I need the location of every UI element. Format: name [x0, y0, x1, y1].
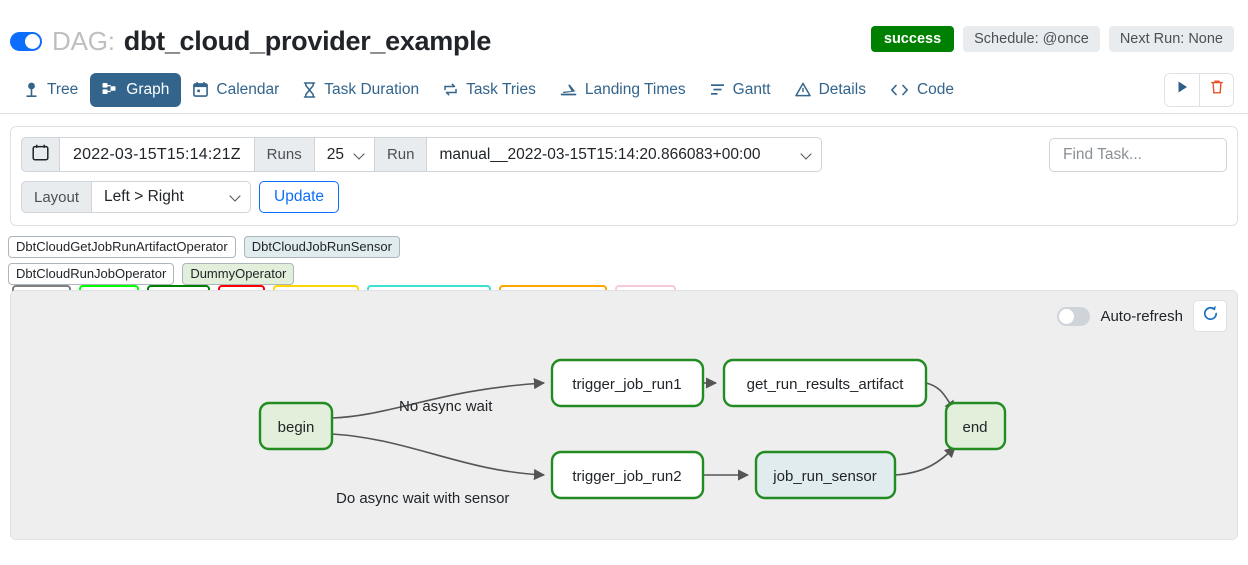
- tab-label: Gantt: [732, 80, 771, 98]
- node-end[interactable]: end: [944, 401, 1007, 451]
- play-icon: [1176, 80, 1189, 99]
- dag-action-buttons: [1164, 72, 1234, 107]
- toolbar-row-bottom: Layout Left > Right Update: [21, 181, 1227, 213]
- edge-sensor-to-end: [894, 446, 956, 476]
- node-label: begin: [278, 419, 315, 436]
- operator-chip[interactable]: DbtCloudGetJobRunArtifactOperator: [8, 236, 236, 258]
- tab-label: Task Tries: [466, 80, 536, 98]
- node-trigger-job-run2[interactable]: trigger_job_run2: [550, 450, 705, 500]
- refresh-icon: [1202, 305, 1219, 327]
- header-badges: success Schedule: @once Next Run: None: [870, 26, 1234, 56]
- run-filter-group: 2022-03-15T15:14:21Z Runs 25 Run manual_…: [21, 137, 823, 172]
- num-runs-select[interactable]: 25: [313, 137, 375, 172]
- dag-graph-svg: No async wait Do async wait with sensor …: [258, 358, 1007, 507]
- layout-select[interactable]: Left > Right: [91, 181, 252, 213]
- refresh-button[interactable]: [1193, 300, 1227, 332]
- node-label: trigger_job_run1: [572, 376, 681, 393]
- layout-group: Layout Left > Right: [21, 181, 252, 213]
- retry-icon: [443, 82, 458, 97]
- dag-name: dbt_cloud_provider_example: [123, 25, 492, 56]
- details-icon: [794, 82, 811, 97]
- tab-code[interactable]: Code: [878, 73, 966, 107]
- date-picker-button[interactable]: [21, 137, 60, 172]
- filter-toolbar: 2022-03-15T15:14:21Z Runs 25 Run manual_…: [10, 126, 1238, 226]
- tab-details[interactable]: Details: [783, 73, 878, 107]
- graph-icon: [102, 82, 118, 98]
- run-label: Run: [373, 137, 428, 172]
- find-task-input[interactable]: Find Task...: [1049, 137, 1227, 172]
- tab-task-duration[interactable]: Task Duration: [291, 73, 431, 107]
- node-get-run-results-artifact[interactable]: get_run_results_artifact: [722, 358, 928, 408]
- graph-toolbar: Auto-refresh: [1057, 300, 1227, 332]
- legend: DbtCloudGetJobRunArtifactOperator DbtClo…: [8, 236, 1240, 334]
- tab-label: Graph: [126, 80, 170, 98]
- dag-header: DAG: dbt_cloud_provider_example success …: [0, 0, 1248, 62]
- tab-label: Calendar: [216, 80, 280, 98]
- execution-date-input[interactable]: 2022-03-15T15:14:21Z: [59, 137, 255, 172]
- node-label: trigger_job_run2: [572, 468, 681, 485]
- node-job-run-sensor[interactable]: job_run_sensor: [754, 450, 897, 500]
- operator-chip[interactable]: DbtCloudJobRunSensor: [243, 236, 400, 258]
- code-icon: [890, 83, 909, 97]
- edge-begin-to-trigger2: [331, 433, 546, 481]
- layout-label: Layout: [21, 181, 93, 213]
- landing-icon: [560, 82, 577, 97]
- node-label: end: [962, 419, 987, 436]
- gantt-icon: [710, 82, 725, 97]
- tab-gantt[interactable]: Gantt: [698, 73, 783, 107]
- edge-begin-to-trigger1: [331, 377, 546, 419]
- operator-chip[interactable]: DbtCloudRunJobOperator: [8, 263, 175, 285]
- delete-dag-button[interactable]: [1199, 73, 1233, 106]
- node-label: job_run_sensor: [772, 468, 876, 485]
- node-trigger-job-run1[interactable]: trigger_job_run1: [550, 358, 705, 408]
- schedule-badge[interactable]: Schedule: @once: [963, 26, 1100, 52]
- toolbar-row-top: 2022-03-15T15:14:21Z Runs 25 Run manual_…: [21, 137, 1227, 172]
- auto-refresh-label: Auto-refresh: [1100, 307, 1183, 325]
- dag-label: DAG:: [52, 25, 115, 56]
- operator-legend: DbtCloudGetJobRunArtifactOperator DbtClo…: [8, 236, 548, 285]
- tree-icon: [24, 82, 39, 98]
- tab-landing-times[interactable]: Landing Times: [548, 73, 698, 107]
- tab-graph[interactable]: Graph: [90, 72, 182, 107]
- edge-label-no-async-wait: No async wait: [399, 398, 493, 415]
- tab-tree[interactable]: Tree: [12, 73, 90, 107]
- auto-refresh-toggle[interactable]: [1057, 306, 1091, 326]
- calendar-icon: [32, 144, 49, 165]
- next-run-badge: Next Run: None: [1108, 26, 1234, 52]
- tab-label: Landing Times: [584, 80, 686, 98]
- graph-canvas[interactable]: No async wait Do async wait with sensor …: [11, 291, 1237, 539]
- tab-label: Task Duration: [324, 80, 420, 98]
- dag-run-select[interactable]: manual__2022-03-15T15:14:20.866083+00:00: [426, 137, 823, 172]
- update-button[interactable]: Update: [259, 181, 340, 213]
- edge-label-do-async-wait: Do async wait with sensor: [336, 490, 509, 507]
- tab-task-tries[interactable]: Task Tries: [431, 73, 548, 107]
- view-tabbar: Tree Graph Calendar Task Duration Task T: [0, 62, 1248, 114]
- trigger-dag-button[interactable]: [1165, 73, 1199, 106]
- runs-label: Runs: [253, 137, 315, 172]
- tab-label: Code: [916, 80, 955, 98]
- graph-panel: Auto-refresh: [10, 290, 1238, 540]
- hourglass-icon: [303, 81, 316, 98]
- dag-pause-toggle[interactable]: [10, 31, 42, 51]
- trash-icon: [1210, 79, 1224, 100]
- node-label: get_run_results_artifact: [747, 376, 905, 393]
- status-badge: success: [870, 26, 955, 52]
- tab-calendar[interactable]: Calendar: [181, 73, 291, 107]
- operator-chip[interactable]: DummyOperator: [182, 263, 295, 285]
- tab-label: Tree: [47, 80, 79, 98]
- calendar-icon: [193, 82, 209, 97]
- node-begin[interactable]: begin: [258, 401, 334, 451]
- tab-label: Details: [818, 80, 866, 98]
